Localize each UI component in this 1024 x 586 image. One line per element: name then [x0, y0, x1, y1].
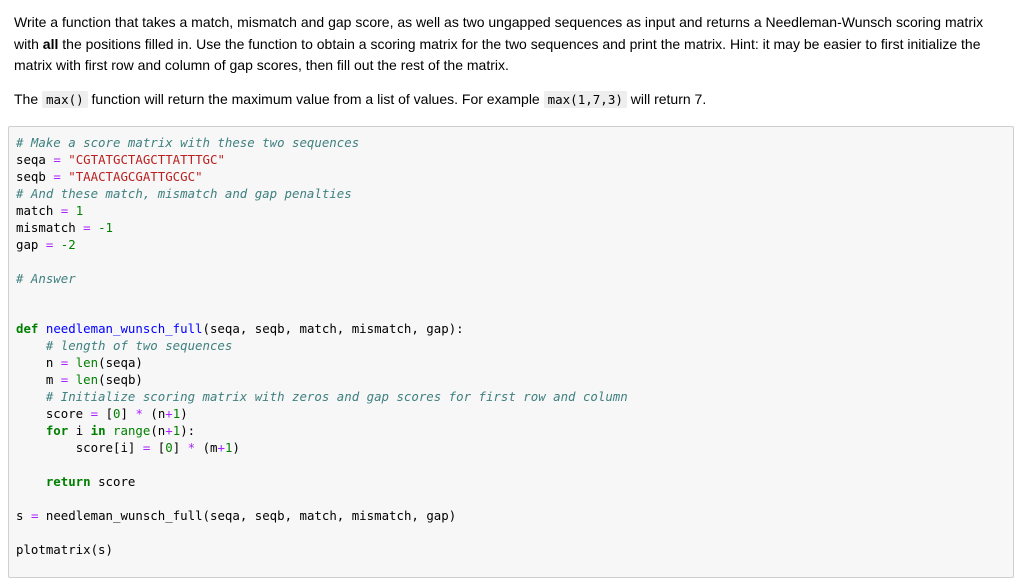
code-comment: # Answer: [16, 270, 76, 286]
hint-text-1: The: [14, 90, 43, 107]
code-comment: # length of two sequences: [45, 338, 233, 354]
code-operator: =: [45, 236, 54, 252]
code-operator: =: [53, 168, 61, 184]
code-builtin: range: [113, 423, 151, 439]
code-number: -1: [98, 219, 114, 235]
code-token: i: [75, 423, 84, 439]
code-token: ]: [172, 440, 181, 456]
instruction-bold-all: all: [42, 35, 59, 52]
code-token: m: [45, 372, 54, 388]
code-token: (n: [150, 406, 166, 422]
code-number: 1: [75, 202, 84, 218]
code-operator: =: [83, 219, 91, 235]
instruction-paragraph: Write a function that takes a match, mis…: [14, 12, 1010, 77]
code-token: (seqa, seqb, match, mismatch, gap):: [202, 321, 464, 337]
inline-code-max: max(): [42, 90, 88, 108]
code-comment: # And these match, mismatch and gap pena…: [16, 185, 352, 201]
code-token: seqb: [16, 168, 46, 184]
code-operator: *: [135, 406, 143, 422]
code-token: score: [45, 406, 84, 422]
code-operator: =: [30, 507, 39, 523]
code-token: ): [180, 406, 188, 422]
max-hint-paragraph: The max() function will return the maxim…: [14, 89, 1010, 111]
code-token: needleman_wunsch_full(seqa, seqb, match,…: [45, 507, 457, 523]
code-keyword: return: [45, 474, 91, 490]
code-cell[interactable]: # Make a score matrix with these two seq…: [8, 126, 1014, 578]
code-comment: # Initialize scoring matrix with zeros a…: [45, 389, 628, 405]
code-operator: =: [90, 406, 99, 422]
code-token: score[i]: [75, 440, 136, 456]
code-operator: =: [60, 372, 69, 388]
code-number: 1: [224, 440, 233, 456]
code-token: mismatch: [16, 219, 76, 235]
markdown-cell: Write a function that takes a match, mis…: [14, 12, 1010, 110]
instruction-text-1: Write a function that takes a match, mis…: [14, 14, 984, 52]
code-token: match: [16, 202, 54, 218]
code-keyword: in: [90, 423, 106, 439]
code-operator: =: [142, 440, 151, 456]
code-keyword: def: [16, 321, 39, 337]
code-token: ]: [120, 406, 128, 422]
code-string: "CGTATGCTAGCTTATTTGC": [68, 151, 225, 167]
code-number: 0: [113, 406, 121, 422]
code-token: s: [16, 507, 24, 523]
hint-text-3: will return 7.: [626, 90, 707, 107]
code-token: gap: [16, 236, 39, 252]
code-operator: =: [60, 202, 69, 218]
code-builtin: len: [75, 372, 99, 388]
code-builtin: len: [75, 355, 99, 371]
code-editor[interactable]: # Make a score matrix with these two seq…: [16, 135, 628, 559]
code-token: (m: [202, 440, 218, 456]
code-token: plotmatrix(s): [16, 541, 113, 557]
code-token: (n: [150, 423, 166, 439]
code-token: seqa: [16, 151, 46, 167]
code-token: [: [157, 440, 166, 456]
code-number: 0: [165, 440, 173, 456]
code-token: ):: [180, 423, 196, 439]
code-token: [: [105, 406, 114, 422]
code-string: "TAACTAGCGATTGCGC": [68, 168, 203, 184]
code-token: n: [45, 355, 54, 371]
hint-text-2: function will return the maximum value f…: [87, 90, 544, 107]
code-token: (seqb): [98, 372, 143, 388]
code-operator: +: [165, 423, 173, 439]
code-token: ): [232, 440, 240, 456]
instruction-text-2: the positions filled in. Use the functio…: [14, 35, 981, 74]
code-operator: +: [165, 406, 173, 422]
code-function-name: needleman_wunsch_full: [45, 321, 203, 337]
code-operator: =: [60, 355, 69, 371]
code-number: 1: [172, 423, 181, 439]
code-comment: # Make a score matrix with these two seq…: [16, 135, 360, 150]
code-token: (seqa): [98, 355, 143, 371]
code-keyword: for: [45, 423, 69, 439]
code-operator: =: [53, 151, 61, 167]
inline-code-max-example: max(1,7,3): [543, 90, 627, 108]
code-operator: +: [217, 440, 225, 456]
code-number: -2: [60, 236, 76, 252]
code-number: 1: [172, 406, 181, 422]
code-token: score: [98, 474, 136, 490]
code-operator: *: [187, 440, 196, 456]
